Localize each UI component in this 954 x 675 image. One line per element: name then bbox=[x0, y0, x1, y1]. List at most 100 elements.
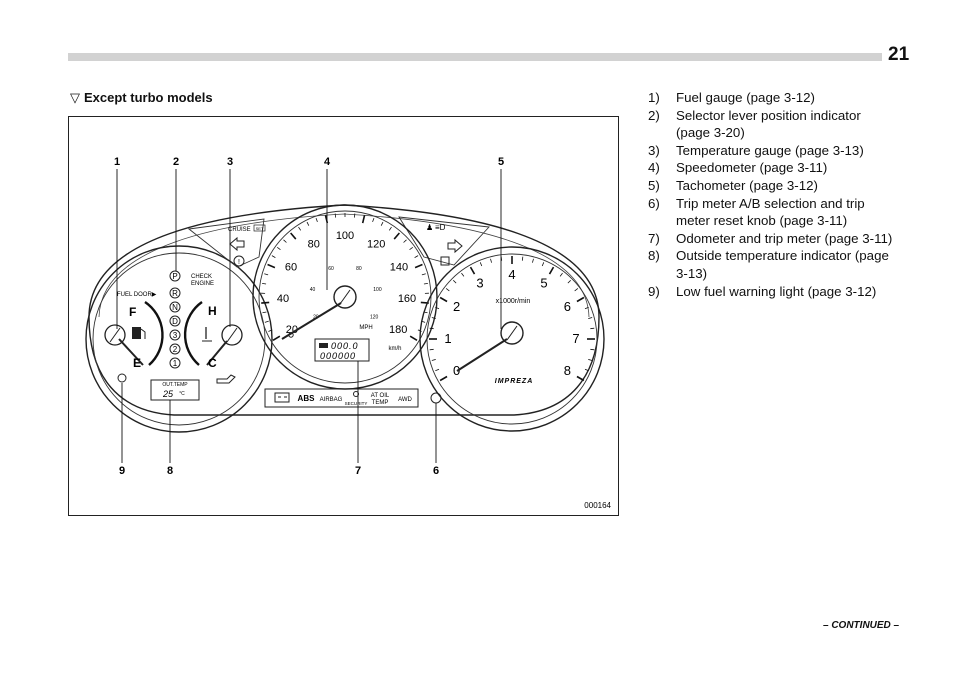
gauge-tick bbox=[298, 226, 302, 231]
gauge-tick bbox=[264, 273, 269, 276]
gauge-tick bbox=[423, 282, 428, 285]
low-fuel-warning-light bbox=[117, 373, 127, 383]
outside-temp-label: OUT.TEMP bbox=[162, 382, 188, 388]
gauge-tick bbox=[584, 368, 589, 372]
trip-meter-value: 000.0 bbox=[331, 341, 359, 351]
door-open-icon bbox=[440, 256, 450, 266]
callout-1: 1 bbox=[114, 156, 120, 168]
gauge-tick bbox=[272, 335, 281, 341]
speedometer-hub-mark bbox=[339, 289, 351, 305]
legend-item-text: Selector lever position indicator(page 3… bbox=[676, 107, 861, 142]
right-indicator-panel bbox=[398, 216, 490, 266]
gauge-tick bbox=[262, 282, 267, 285]
gauge-tick bbox=[262, 311, 267, 314]
gauge-tick bbox=[576, 375, 585, 382]
figure-code: 000164 bbox=[584, 501, 611, 510]
cluster-inner-line bbox=[98, 213, 590, 318]
callout-5: 5 bbox=[498, 156, 504, 168]
gauge-tick bbox=[521, 256, 524, 261]
gauge-tick bbox=[590, 348, 595, 351]
legend-item-number: 9) bbox=[648, 283, 660, 299]
cruise-set-box bbox=[253, 224, 266, 232]
oil-pressure-icon bbox=[216, 374, 236, 384]
outside-temp-value: 25 bbox=[162, 389, 174, 399]
speedometer-stop-pin bbox=[288, 332, 294, 338]
gauge-tick bbox=[588, 317, 593, 319]
tachometer-outer-ring bbox=[419, 246, 605, 432]
tachometer-hub bbox=[500, 321, 524, 345]
temp-gauge-scale bbox=[183, 301, 203, 366]
legend-item-text: Tachometer (page 3-12) bbox=[676, 177, 818, 195]
callout-6: 6 bbox=[433, 465, 439, 477]
gauge-tick bbox=[271, 255, 276, 258]
tacho-label: 8 bbox=[564, 363, 571, 378]
header-bar bbox=[68, 53, 882, 61]
gauge-tick bbox=[431, 359, 436, 361]
tachometer-needle bbox=[456, 338, 508, 372]
abs-warning: ABS bbox=[298, 394, 316, 403]
temp-gauge-hub-mark bbox=[226, 327, 238, 343]
gauge-tick bbox=[588, 359, 593, 361]
turn-left-icon bbox=[229, 236, 245, 252]
legend-item: 2)Selector lever position indicator(page… bbox=[648, 107, 938, 142]
legend-item-text: Fuel gauge (page 3-12) bbox=[676, 89, 815, 107]
legend-item-line: Trip meter A/B selection and trip bbox=[676, 195, 865, 211]
gauge-tick bbox=[453, 280, 457, 284]
callout-2: 2 bbox=[173, 156, 179, 168]
gauge-tick bbox=[261, 301, 270, 304]
gauge-tick bbox=[306, 221, 310, 226]
gauge-tick bbox=[393, 232, 400, 240]
airbag-warning: AIRBAG bbox=[320, 397, 343, 403]
speed-label: 60 bbox=[285, 261, 297, 273]
tacho-label: 3 bbox=[476, 276, 483, 291]
gauge-tick bbox=[435, 368, 440, 372]
thermometer-icon bbox=[202, 327, 212, 342]
tachometer-inner-ring bbox=[426, 253, 598, 425]
gear-d: D bbox=[172, 317, 178, 326]
tachometer-hub-mark bbox=[506, 325, 518, 341]
gauge-tick bbox=[429, 327, 434, 330]
gauge-tick bbox=[435, 306, 440, 310]
temp-gauge-needle bbox=[206, 340, 228, 366]
tacho-label: 4 bbox=[508, 267, 515, 282]
speed-label: 20 bbox=[286, 324, 298, 336]
mph-label: 40 bbox=[310, 287, 316, 293]
battery-icon bbox=[274, 392, 290, 403]
gauge-tick bbox=[490, 258, 492, 263]
gauge-tick bbox=[574, 288, 579, 292]
gauge-tick bbox=[479, 262, 483, 267]
gauge-tick bbox=[414, 255, 419, 258]
gauge-tick bbox=[548, 266, 555, 275]
legend-item-number: 1) bbox=[648, 90, 660, 105]
callout-4: 4 bbox=[324, 156, 331, 168]
legend-item-text: Speedometer (page 3-11) bbox=[676, 159, 827, 177]
legend-item-line: Selector lever position indicator bbox=[676, 107, 861, 123]
tachometer-unit: x1000r/min bbox=[496, 298, 531, 305]
gauge-tick bbox=[276, 247, 281, 251]
legend-item: 7)Odometer and trip meter (page 3-11) bbox=[648, 230, 938, 248]
gauge-tick bbox=[584, 306, 589, 310]
tacho-label: 6 bbox=[564, 299, 571, 314]
fuel-gauge-needle bbox=[118, 338, 144, 366]
legend-item-line: 3-13) bbox=[676, 265, 708, 281]
gauge-tick bbox=[361, 215, 366, 224]
instrument-cluster-drawing: FUEL DOOR▶ F E P R N D 3 2 1 CHECK ENGIN… bbox=[85, 156, 612, 510]
gear-r: R bbox=[172, 289, 178, 298]
turn-right-icon bbox=[447, 238, 463, 254]
gauge-tick bbox=[469, 266, 476, 275]
legend-item-text: Temperature gauge (page 3-13) bbox=[676, 142, 864, 160]
gauge-tick bbox=[283, 239, 287, 243]
mph-unit: MPH bbox=[359, 325, 372, 331]
selector-lever-indicator: P R N D 3 2 1 bbox=[169, 270, 181, 369]
mph-label: 100 bbox=[373, 287, 382, 293]
legend-item-line: Outside temperature indicator (page bbox=[676, 248, 889, 264]
speedometer-inner-ring bbox=[258, 210, 432, 384]
gauge-tick bbox=[445, 288, 450, 292]
gauge-tick bbox=[541, 262, 545, 267]
legend-item-number: 7) bbox=[648, 230, 660, 246]
speedometer-hub bbox=[333, 285, 357, 309]
gauge-tick bbox=[290, 232, 297, 240]
